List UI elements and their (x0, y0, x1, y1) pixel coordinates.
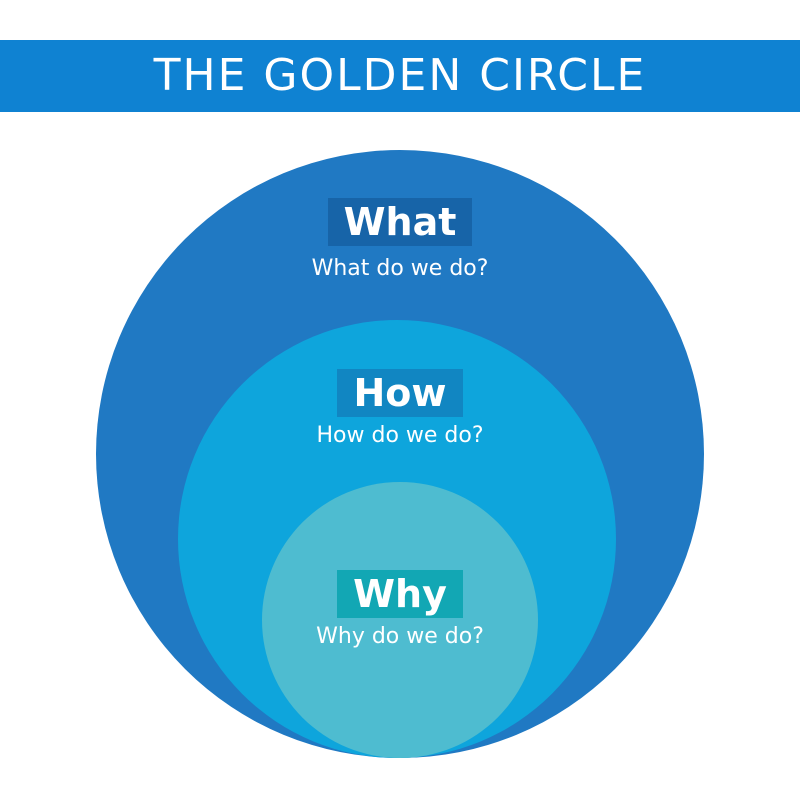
how-label-group: How How do we do? (0, 369, 800, 451)
how-question: How do we do? (316, 423, 484, 448)
title-banner: THE GOLDEN CIRCLE (0, 40, 800, 112)
why-question: Why do we do? (316, 624, 484, 649)
why-tag: Why (337, 570, 463, 618)
what-question: What do we do? (311, 256, 489, 281)
what-tag: What (327, 198, 473, 246)
why-label-group: Why Why do we do? (0, 570, 800, 652)
page-title: THE GOLDEN CIRCLE (153, 50, 647, 101)
how-tag: How (337, 369, 463, 417)
why-circle (262, 482, 538, 758)
what-label-group: What What do we do? (0, 198, 800, 284)
